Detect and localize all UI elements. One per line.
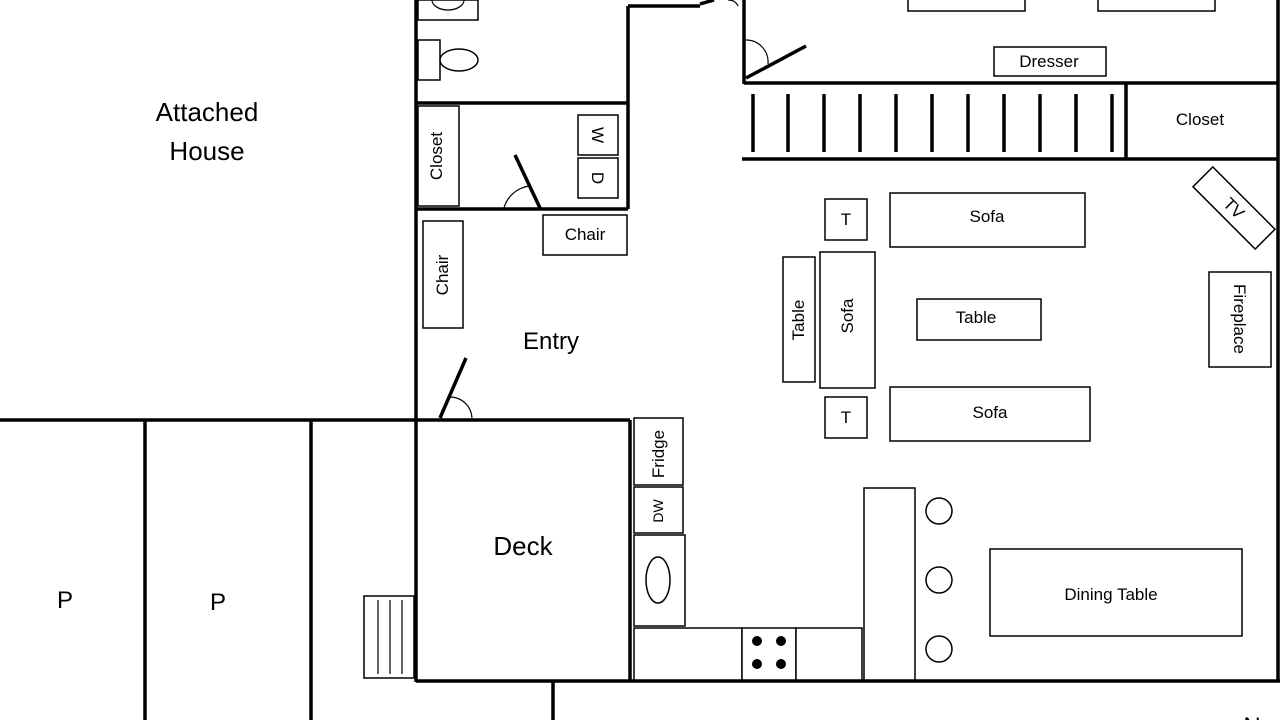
stairs: [751, 94, 1114, 152]
end-table-bottom-label: T: [841, 408, 851, 427]
sofa-middle-label: Sofa: [838, 298, 857, 334]
kitchen-island: [863, 487, 916, 681]
compass-north-label: N: [1243, 713, 1260, 720]
stool-icon: [925, 497, 953, 525]
sofa-top-label: Sofa: [970, 207, 1006, 226]
chair-left: Chair: [422, 220, 464, 329]
stool-icon: [925, 635, 953, 663]
tv: TV: [1191, 165, 1277, 251]
table-side: Table: [782, 256, 816, 383]
parking-1-label: P: [57, 587, 73, 614]
attached-house-line-1: Attached: [156, 97, 259, 127]
table-center-label: Table: [956, 308, 997, 327]
chair-top: Chair: [542, 214, 628, 256]
burner-icon: [776, 659, 786, 669]
end-table-top: T: [824, 198, 868, 241]
washer-label: W: [588, 127, 607, 143]
sofa-middle: Sofa: [819, 251, 876, 389]
dresser: Dresser: [993, 46, 1107, 77]
kitchen-counter: [633, 627, 863, 681]
attached-house-label: Attached House: [156, 97, 259, 166]
end-table-top-label: T: [841, 210, 851, 229]
doors: [438, 0, 807, 419]
sofa-bottom: Sofa: [889, 386, 1091, 442]
table-side-label: Table: [789, 300, 808, 341]
parking-2-label: P: [210, 589, 226, 616]
washer: W: [577, 114, 619, 156]
sofa-top: Sofa: [889, 192, 1086, 248]
burner-icon: [776, 636, 786, 646]
dining-table: Dining Table: [989, 548, 1243, 637]
burner-icon: [752, 636, 762, 646]
fireplace-label: Fireplace: [1230, 284, 1249, 354]
bedroom-furniture: [907, 0, 1216, 12]
burner-icon: [752, 659, 762, 669]
closet-top-right-label: Closet: [1176, 110, 1224, 129]
end-table-bottom: T: [824, 396, 868, 439]
table-center: Table: [916, 298, 1042, 341]
kitchen-sink: [633, 534, 686, 627]
dishwasher-label: DW: [650, 499, 666, 523]
dryer-label: D: [588, 172, 607, 184]
dresser-label: Dresser: [1019, 52, 1079, 71]
attached-house-line-2: House: [169, 136, 244, 166]
closet-left-label: Closet: [427, 132, 446, 180]
deck-label: Deck: [493, 531, 553, 561]
entry-label: Entry: [523, 328, 579, 355]
bathroom-fixtures: [417, 0, 479, 81]
closet-left: Closet: [417, 105, 460, 207]
fridge: Fridge: [633, 417, 684, 486]
chair-left-label: Chair: [433, 254, 452, 295]
stool-icon: [925, 566, 953, 594]
dryer: D: [577, 157, 619, 199]
sofa-bottom-label: Sofa: [973, 403, 1009, 422]
dining-table-label: Dining Table: [1064, 585, 1157, 604]
fridge-label: Fridge: [649, 430, 668, 478]
fireplace: Fireplace: [1208, 271, 1272, 368]
bar-stools: [925, 497, 953, 663]
chair-top-label: Chair: [565, 225, 606, 244]
dishwasher: DW: [633, 486, 684, 534]
deck-steps: [363, 595, 415, 679]
